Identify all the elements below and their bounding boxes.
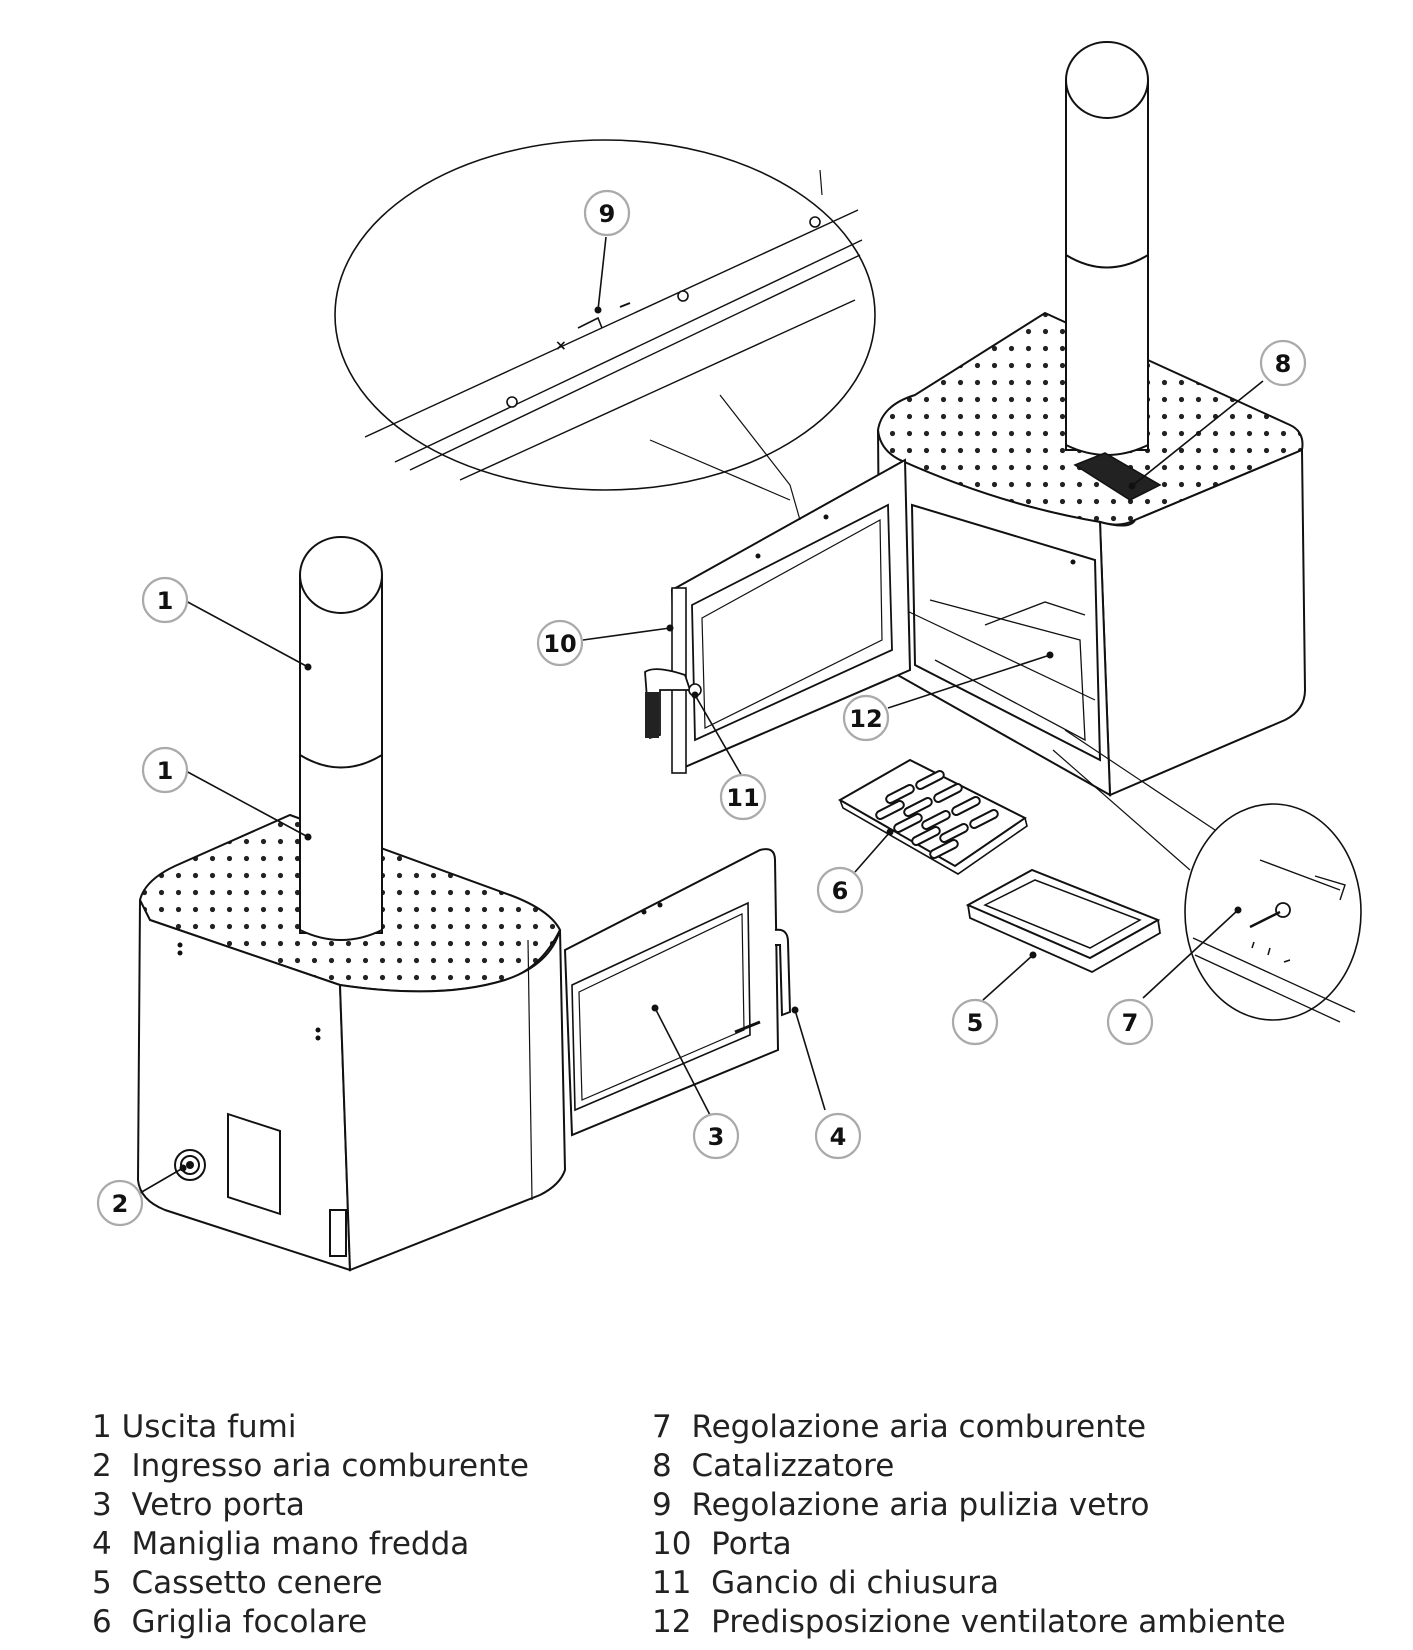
callout-5: 5: [951, 998, 999, 1046]
legend-item: 8 Catalizzatore: [652, 1448, 895, 1484]
svg-text:12: 12: [849, 705, 882, 733]
door-glass-panel: [563, 848, 792, 1137]
svg-text:2: 2: [112, 1190, 129, 1218]
legend-item: 12 Predisposizione ventilatore ambiente: [652, 1604, 1286, 1640]
legend-item: 6 Griglia focolare: [92, 1604, 368, 1640]
callout-1b: 1: [141, 746, 189, 794]
leader-lines: [139, 236, 1264, 1194]
callout-1a: 1: [141, 576, 189, 624]
fire-grate: [837, 758, 1028, 875]
right-stove-side-face: [1098, 448, 1307, 797]
legend-item: 7 Regolazione aria comburente: [652, 1409, 1147, 1445]
svg-text:11: 11: [726, 784, 759, 812]
catalyst-grille: [1073, 452, 1162, 501]
callout-3: 3: [692, 1112, 740, 1160]
legend-item: 2 Ingresso aria comburente: [92, 1448, 529, 1484]
callout-12: 12: [842, 694, 890, 742]
open-door: [644, 458, 912, 774]
legend-item: 5 Cassetto cenere: [92, 1565, 383, 1601]
left-stove-right-face: [338, 929, 567, 1272]
cold-handle: [774, 928, 792, 1017]
ash-drawer: [965, 868, 1161, 974]
legend-item: 10 Porta: [652, 1526, 792, 1562]
legend-item: 4 Maniglia mano fredda: [92, 1526, 470, 1562]
svg-text:6: 6: [832, 877, 849, 905]
legend-item: 11 Gancio di chiusura: [652, 1565, 999, 1601]
firebox-opening: [910, 503, 1102, 762]
svg-text:8: 8: [1275, 350, 1292, 378]
legend-item: 1 Uscita fumi: [92, 1409, 297, 1445]
svg-text:×: ×: [555, 338, 567, 354]
legend-right: 7 Regolazione aria comburente 8 Catalizz…: [652, 1408, 1286, 1642]
callout-6: 6: [816, 866, 864, 914]
svg-text:3: 3: [708, 1123, 725, 1151]
zoom-detail-combustion-air: [1052, 729, 1362, 1023]
left-stove: [136, 536, 567, 1272]
callout-9: 9: [583, 189, 631, 237]
callout-2: 2: [96, 1179, 144, 1227]
zoom-detail-air-cleaning: ×: [334, 139, 876, 521]
callout-7: 7: [1106, 998, 1154, 1046]
svg-text:1: 1: [157, 757, 174, 785]
legend-item: 3 Vetro porta: [92, 1487, 305, 1523]
svg-text:4: 4: [830, 1123, 847, 1151]
right-flue-pipe: [1065, 41, 1149, 456]
right-stove: [876, 41, 1307, 797]
svg-text:9: 9: [599, 200, 616, 228]
svg-text:7: 7: [1122, 1009, 1139, 1037]
svg-text:1: 1: [157, 587, 174, 615]
svg-text:10: 10: [543, 630, 576, 658]
svg-text:5: 5: [967, 1009, 984, 1037]
legend-item: 9 Regolazione aria pulizia vetro: [652, 1487, 1150, 1523]
callout-10: 10: [536, 619, 584, 667]
legend-left: 1 Uscita fumi 2 Ingresso aria comburente…: [92, 1408, 529, 1642]
callout-4: 4: [814, 1112, 862, 1160]
left-flue-pipe: [299, 536, 383, 941]
callout-11: 11: [719, 773, 767, 821]
callout-8: 8: [1259, 339, 1307, 387]
